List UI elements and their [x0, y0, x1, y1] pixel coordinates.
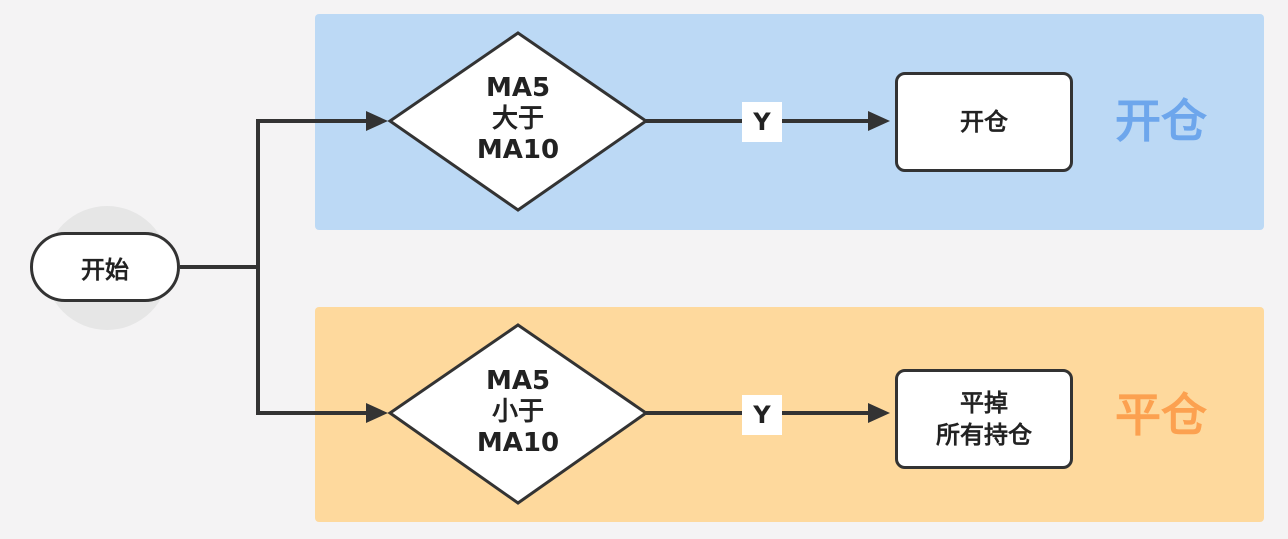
close-decision-diamond [387, 323, 649, 505]
open-decision-line: MA5 [485, 73, 551, 103]
open-lane-label: 开仓 [1115, 94, 1207, 148]
close-decision-line: 小于 [491, 397, 544, 427]
close-action-line: 平掉 [960, 389, 1008, 417]
open-action-box: 开仓 [895, 72, 1073, 172]
open-yes-label: Y [742, 102, 782, 142]
start-node: 开始 [30, 232, 180, 302]
open-action-line: 开仓 [960, 108, 1008, 136]
arrow-to-close-decision [366, 403, 388, 423]
arrow-to-open-action [868, 111, 890, 131]
open-decision-line: MA10 [476, 135, 560, 165]
arrow-to-close-action [868, 403, 890, 423]
close-action-line: 所有持仓 [936, 421, 1032, 449]
close-decision-line: MA5 [485, 366, 551, 396]
close-lane-label: 平仓 [1115, 388, 1207, 442]
close-decision-text: MA5 小于 MA10 [458, 366, 578, 459]
arrow-to-open-decision [366, 111, 388, 131]
branch-trunk [256, 119, 366, 415]
close-action-box: 平掉 所有持仓 [895, 369, 1073, 469]
open-decision-diamond [387, 31, 649, 212]
close-yes-label: Y [742, 395, 782, 435]
open-decision-line: 大于 [491, 104, 544, 134]
open-decision-text: MA5 大于 MA10 [458, 73, 578, 166]
close-decision-line: MA10 [476, 428, 560, 458]
